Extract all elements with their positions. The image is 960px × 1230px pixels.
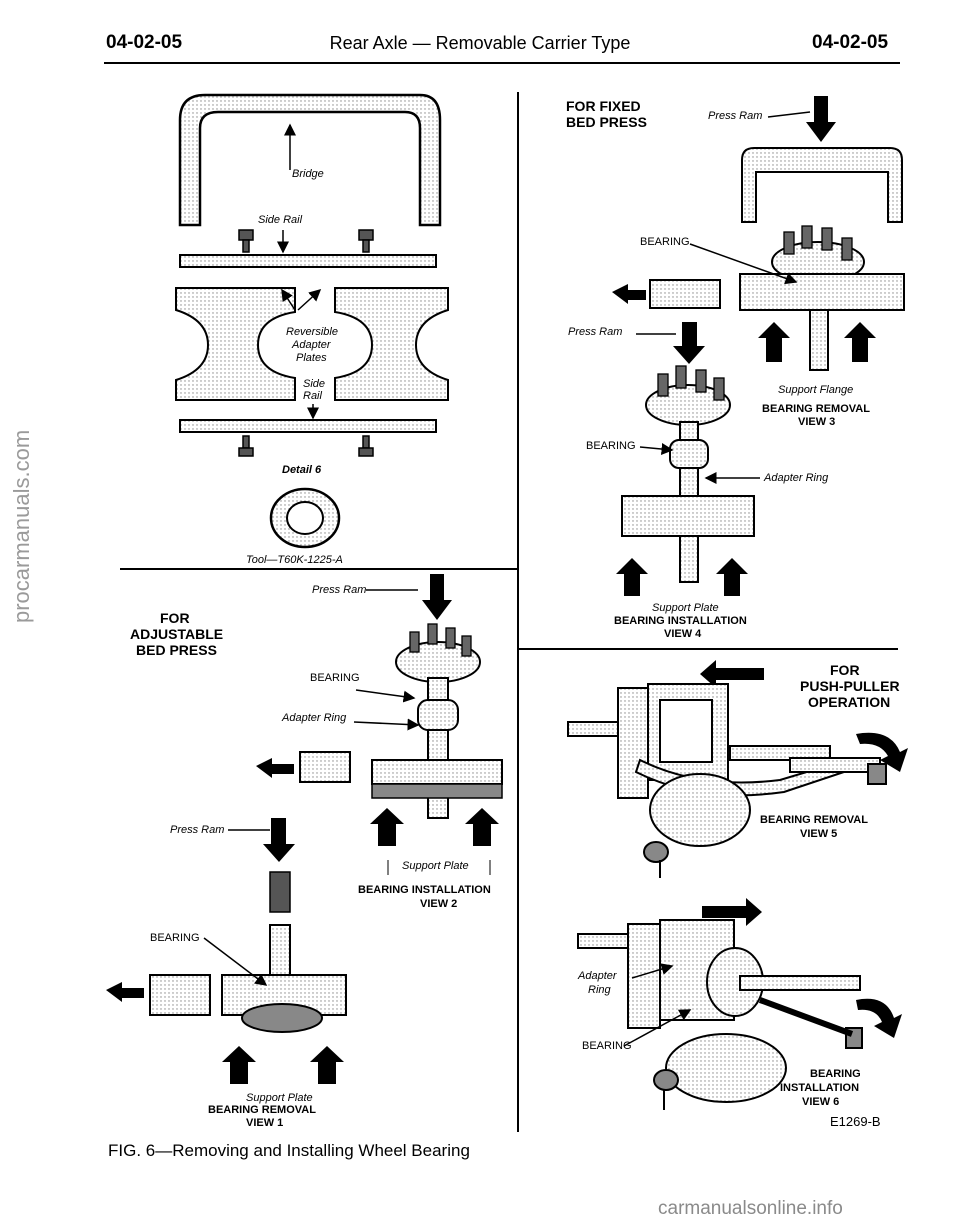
page-number-right: 04-02-05 <box>812 32 889 53</box>
label-press-ram-v1: Press Ram <box>170 824 225 836</box>
side-rail-bottom <box>179 404 437 457</box>
caption-v3-line1: BEARING REMOVAL <box>762 403 870 415</box>
label-bridge: Bridge <box>292 168 324 180</box>
label-detail-6: Detail 6 <box>282 464 322 476</box>
label-press-ram-v2: Press Ram <box>312 584 367 596</box>
label-bearing-v4: BEARING <box>586 440 636 452</box>
view5-drawing <box>567 660 908 878</box>
figure-caption: FIG. 6—Removing and Installing Wheel Bea… <box>108 1141 470 1160</box>
heading-bed-press: BED PRESS <box>136 642 217 658</box>
caption-v1-line1: BEARING REMOVAL <box>208 1104 316 1116</box>
heading-for-puller: FOR <box>830 662 860 678</box>
label-bearing-v1: BEARING <box>150 932 200 944</box>
bridge-drawing <box>178 93 442 227</box>
label-side-rail: Side Rail <box>258 214 303 226</box>
column-divider <box>517 92 519 1132</box>
caption-v2-line1: BEARING INSTALLATION <box>358 884 491 896</box>
label-press-ram-v4: Press Ram <box>568 326 623 338</box>
right-section-rule <box>518 648 898 650</box>
label-plates: Plates <box>296 352 327 364</box>
label-adapter-v6: Adapter <box>578 970 617 982</box>
caption-v5-line2: VIEW 5 <box>800 828 838 840</box>
label-support-plate-v2: Support Plate <box>402 860 469 872</box>
caption-v5-line1: BEARING REMOVAL <box>760 814 868 826</box>
label-press-ram-v3: Press Ram <box>708 110 763 122</box>
caption-v6-line2: INSTALLATION <box>780 1082 860 1094</box>
view6-drawing <box>577 898 902 1110</box>
caption-v3-line2: VIEW 3 <box>798 416 836 428</box>
side-rail-top <box>179 229 437 268</box>
footer-watermark: carmanualsonline.info <box>658 1198 843 1219</box>
left-section-rule <box>120 568 518 570</box>
caption-v1-line2: VIEW 1 <box>246 1117 284 1129</box>
side-watermark: procarmanuals.com <box>9 429 34 623</box>
caption-v4-line1: BEARING INSTALLATION <box>614 615 747 627</box>
page-number-left: 04-02-05 <box>106 32 183 53</box>
washer-drawing <box>269 487 341 549</box>
caption-v6-line1: BEARING <box>810 1068 861 1080</box>
label-support-plate-v4: Support Plate <box>652 602 719 614</box>
heading-bed-press-fixed: BED PRESS <box>566 114 647 130</box>
caption-v6-line3: VIEW 6 <box>802 1096 840 1108</box>
page-title: Rear Axle — Removable Carrier Type <box>329 33 631 53</box>
heading-for-fixed: FOR FIXED <box>566 98 641 114</box>
label-bearing-v6: BEARING <box>582 1040 632 1052</box>
header-rule <box>104 62 900 64</box>
heading-push-puller: PUSH-PULLER <box>800 678 900 694</box>
adapter-plates <box>175 287 449 401</box>
label-bearing-v2: BEARING <box>310 672 360 684</box>
label-ring-v6: Ring <box>588 984 611 996</box>
caption-v4-line2: VIEW 4 <box>664 628 702 640</box>
view2-drawing <box>256 574 503 875</box>
figure-code: E1269-B <box>830 1114 881 1129</box>
label-adapter-ring-v2: Adapter Ring <box>282 712 347 724</box>
label-tool-number: Tool—T60K-1225-A <box>246 554 343 566</box>
view3-drawing <box>612 96 905 371</box>
heading-for: FOR <box>160 610 190 626</box>
label-rail: Rail <box>303 390 322 402</box>
label-support-plate-v1: Support Plate <box>246 1092 313 1104</box>
caption-v2-line2: VIEW 2 <box>420 898 458 910</box>
label-adapter: Adapter <box>292 339 331 351</box>
view1-drawing <box>106 818 347 1084</box>
heading-operation: OPERATION <box>808 694 891 710</box>
label-adapter-ring-v4: Adapter Ring <box>764 472 829 484</box>
view4-drawing <box>616 322 760 596</box>
label-reversible: Reversible <box>286 326 338 338</box>
heading-adjustable: ADJUSTABLE <box>130 626 224 642</box>
label-side: Side <box>303 378 326 390</box>
label-bearing-v3: BEARING <box>640 236 690 248</box>
label-support-flange: Support Flange <box>778 384 854 396</box>
